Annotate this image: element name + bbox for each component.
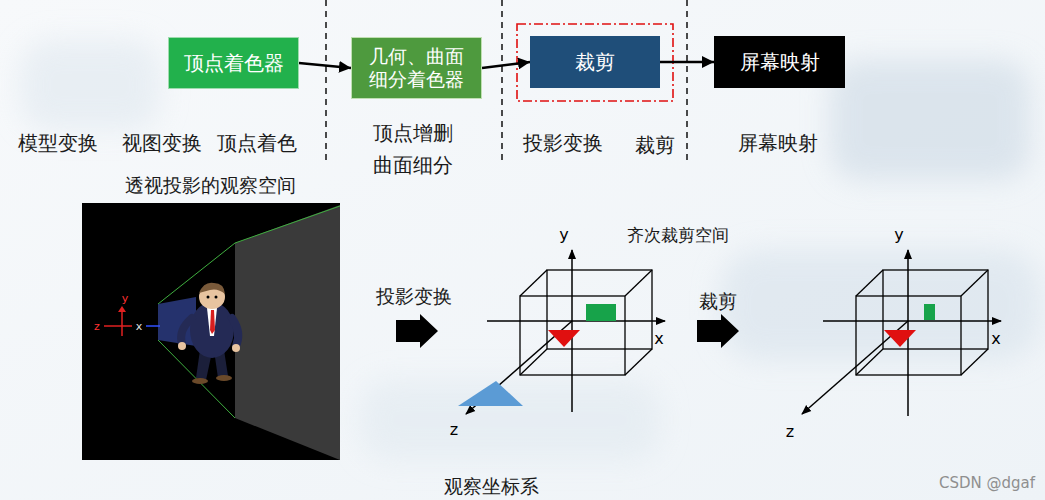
flow-arrow [482, 62, 530, 68]
x-axis [823, 320, 1001, 322]
watermark: CSDN @dgaf [939, 475, 1035, 492]
near-plane [158, 297, 196, 346]
picture-background [82, 203, 340, 460]
flow-arrow [299, 63, 351, 68]
camera-axis [122, 325, 132, 327]
transform-label: 投影变换 [376, 286, 452, 308]
cube-edge [625, 349, 652, 375]
stage-label: 视图变换 [122, 132, 202, 155]
cube-edge [856, 270, 883, 296]
axis-label: z [94, 321, 100, 334]
axis-label: y [894, 226, 903, 244]
jacket [190, 302, 234, 358]
blur-shape [20, 40, 160, 130]
stage-label: 曲面细分 [373, 154, 453, 177]
clip-space-cube [458, 250, 665, 414]
red-object [884, 330, 916, 347]
stage-label: 模型变换 [18, 132, 98, 155]
shader-stage-box: 顶点着色器 [168, 37, 299, 89]
axis-label: z [786, 423, 794, 441]
camera-axis [121, 326, 123, 336]
background-blur-shapes [20, 40, 1040, 460]
frustum-edge [235, 206, 340, 243]
axis-label: y [559, 226, 568, 244]
cube-edge [625, 270, 652, 296]
camera-axis [104, 325, 122, 327]
cube-edge [961, 349, 988, 375]
hair [199, 283, 225, 294]
shirt [207, 308, 217, 336]
highlight-frame [517, 24, 673, 101]
blur-shape [720, 250, 1040, 360]
axis-label: z [450, 421, 458, 439]
hand [178, 342, 186, 350]
transform-label: 裁剪 [699, 291, 737, 313]
block-arrow [396, 314, 438, 348]
cube-back-face [547, 270, 652, 349]
shoe [216, 375, 232, 381]
cube-edge [520, 349, 547, 375]
tie [210, 310, 215, 334]
screen-mapping-box: 屏幕映射 [714, 36, 845, 88]
axis-label: x [991, 330, 1000, 348]
view-direction-line [146, 325, 160, 327]
stage-label: 顶点着色 [217, 132, 297, 155]
eye [215, 296, 218, 299]
view-space-picture [82, 203, 340, 460]
clipped-cube [802, 250, 1001, 416]
blur-shape [360, 380, 660, 460]
green-object [924, 304, 935, 320]
box-text: 裁剪 [575, 50, 615, 74]
x-axis [487, 320, 665, 322]
stage-label: 投影变换 [523, 132, 603, 155]
green-object [586, 304, 616, 321]
axis-label: x [136, 321, 143, 334]
axis-label: x [654, 330, 663, 348]
arm [232, 318, 238, 346]
far-plane [235, 205, 340, 460]
stage-separator [686, 0, 688, 160]
box-text: 屏幕映射 [740, 50, 820, 74]
stage-label: 屏幕映射 [738, 132, 818, 155]
shader-stage-box: 几何、曲面 细分着色器 [351, 37, 482, 99]
character-figure [178, 283, 240, 384]
stage-separator [325, 0, 327, 165]
cube-edge [961, 270, 988, 296]
cube-edge [856, 349, 883, 375]
block-arrow [697, 314, 739, 348]
stage-label: 裁剪 [635, 134, 675, 157]
blur-shape [830, 60, 1030, 180]
red-object [548, 330, 580, 347]
box-text: 顶点着色器 [184, 51, 284, 75]
stage-separator [501, 0, 503, 160]
shoe [192, 378, 208, 384]
blue-object [458, 381, 523, 406]
box-text: 几何、曲面 细分着色器 [365, 45, 468, 91]
stage-label: 顶点增删 [373, 122, 453, 145]
axis-label: y [122, 293, 129, 306]
camera-axis-head [118, 306, 126, 312]
cube-edge [520, 270, 547, 296]
arm [181, 318, 192, 344]
clipping-stage-box: 裁剪 [530, 36, 660, 88]
cube-back-face [883, 270, 988, 349]
eye [207, 296, 210, 299]
space-label: 齐次裁剪空间 [627, 226, 729, 246]
flow-arrow [660, 61, 714, 64]
hand [232, 344, 240, 352]
coordinate-caption: 观察坐标系 [444, 476, 539, 498]
picture-caption: 透视投影的观察空间 [125, 175, 296, 197]
